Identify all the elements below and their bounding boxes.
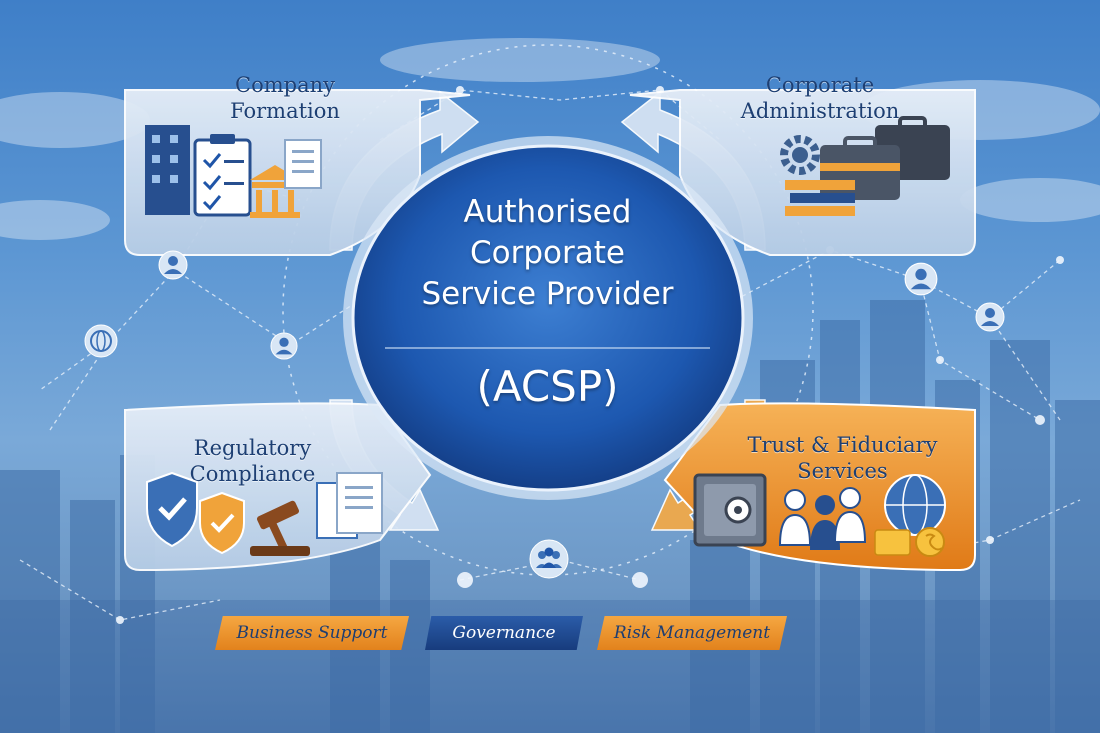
briefcase-icon: [820, 116, 950, 200]
service-title-line: Company: [235, 73, 335, 97]
checklist-icon: [193, 134, 252, 217]
center-title-line: Authorised: [463, 194, 632, 230]
service-corporate-administration: Corporate Administration: [715, 72, 925, 124]
tag-business-support: Business Support: [215, 616, 409, 650]
coins-dollar-icon: [874, 527, 945, 557]
service-title-line: Regulatory: [193, 436, 312, 460]
documents-icon: [316, 472, 383, 539]
center-title-line: Service Provider: [421, 276, 674, 312]
center-disc: [351, 144, 745, 492]
service-title-line: Formation: [230, 99, 340, 123]
gear-icon: [780, 135, 820, 175]
tag-risk-management: Risk Management: [597, 616, 787, 650]
user-node-icon: [975, 302, 1005, 332]
service-title-line: Corporate: [765, 73, 875, 97]
safe-icon: [693, 473, 767, 547]
service-company-formation: Company Formation: [195, 72, 375, 124]
service-regulatory-compliance: Regulatory Compliance: [160, 435, 345, 487]
documents-icon: [284, 139, 322, 189]
globe-node-icon: [84, 324, 118, 358]
shield-check-icon: [146, 471, 198, 548]
tag-governance: Governance: [425, 616, 583, 650]
globe-icon: [884, 474, 946, 536]
regulatory-compliance-icons: [146, 471, 383, 556]
service-title-line: Services: [797, 459, 888, 483]
shield-orange-icon: [199, 491, 245, 555]
service-title-line: Trust & Fiduciary: [747, 433, 938, 457]
trust-fiduciary-icons: [693, 473, 946, 557]
service-trust-fiduciary: Trust & Fiduciary Services: [735, 432, 950, 484]
team-node-icon: [529, 539, 569, 579]
gavel-icon: [250, 500, 310, 556]
corporate-administration-icons: [780, 116, 950, 216]
office-building-icon: [145, 125, 190, 215]
user-node-icon: [270, 332, 298, 360]
stacked-folders-icon: [785, 180, 855, 216]
user-node-icon: [904, 262, 938, 296]
center-title-line: Corporate: [470, 235, 625, 271]
user-node-icon: [158, 250, 188, 280]
service-title-line: Compliance: [189, 462, 316, 486]
center-abbreviation: (ACSP): [476, 362, 619, 411]
company-formation-icons: [145, 125, 322, 218]
people-group-icon: [778, 487, 867, 550]
service-title-line: Administration: [740, 99, 900, 123]
center-title: Authorised Corporate Service Provider: [370, 192, 725, 315]
